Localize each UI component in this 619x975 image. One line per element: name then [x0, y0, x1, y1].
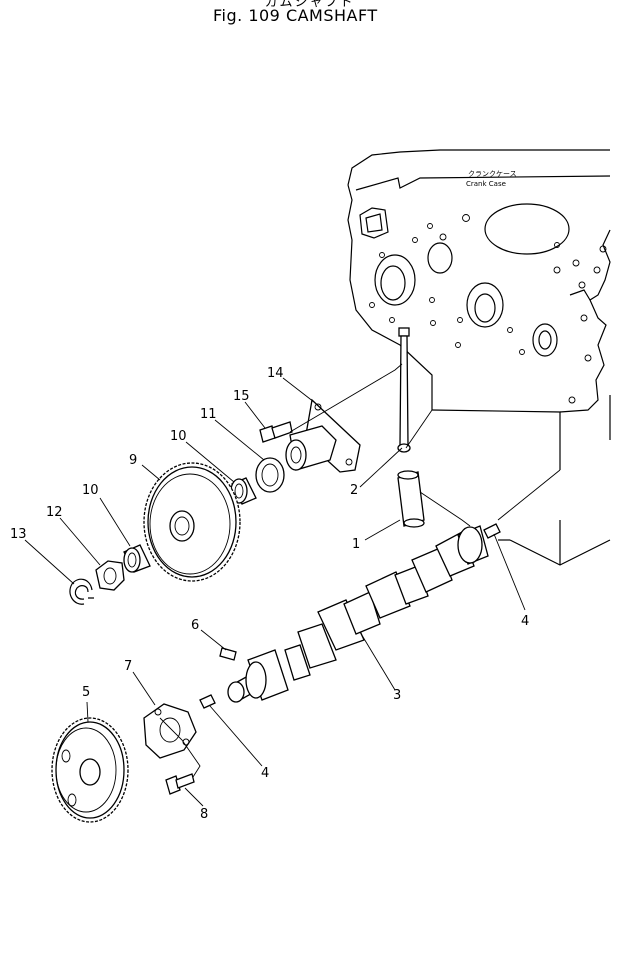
crank-case-label-en: Crank Case [466, 180, 506, 188]
part-8-bolt [165, 773, 195, 795]
callout-15: 15 [233, 389, 250, 404]
callout-4-right: 4 [521, 614, 529, 629]
callout-3: 3 [393, 688, 401, 703]
figure-title: Fig. 109 CAMSHAFT [213, 6, 378, 25]
callout-14: 14 [267, 366, 284, 381]
callout-9: 9 [129, 453, 137, 468]
part-1-tappet [397, 470, 425, 528]
part-6-key [219, 647, 237, 661]
crank-case [347, 149, 611, 566]
assembly-lines [159, 363, 561, 778]
crank-case-label-jp: クランクケース [468, 170, 517, 178]
callout-7: 7 [124, 659, 132, 674]
part-14-bracket [285, 398, 361, 473]
part-13-snap-ring [69, 578, 94, 605]
callout-1: 1 [352, 537, 360, 552]
part-9-idler-gear [143, 462, 241, 582]
part-4-plug-left [199, 694, 216, 709]
callout-12: 12 [46, 505, 63, 520]
callout-2: 2 [350, 483, 358, 498]
part-12-washer [95, 560, 125, 591]
figure-title-japanese: カムシャフト [264, 0, 355, 10]
part-3-camshaft [227, 525, 489, 703]
part-5-cam-gear [51, 717, 129, 823]
callout-10-upper: 10 [170, 429, 187, 444]
part-7-thrust-plate [143, 703, 197, 759]
part-11-thrust-ring [255, 457, 285, 493]
callout-13: 13 [10, 527, 27, 542]
part-15-bolt [259, 421, 293, 443]
callout-5: 5 [82, 685, 90, 700]
callout-6: 6 [191, 618, 199, 633]
part-4-plug-right [483, 523, 501, 539]
callout-11: 11 [200, 407, 217, 422]
part-2-push-rod [397, 327, 411, 453]
callout-10-lower: 10 [82, 483, 99, 498]
callout-leaders [24, 377, 526, 807]
callout-8: 8 [200, 807, 208, 822]
part-10-bushing-lower [123, 544, 151, 573]
callout-4-left: 4 [261, 766, 269, 781]
